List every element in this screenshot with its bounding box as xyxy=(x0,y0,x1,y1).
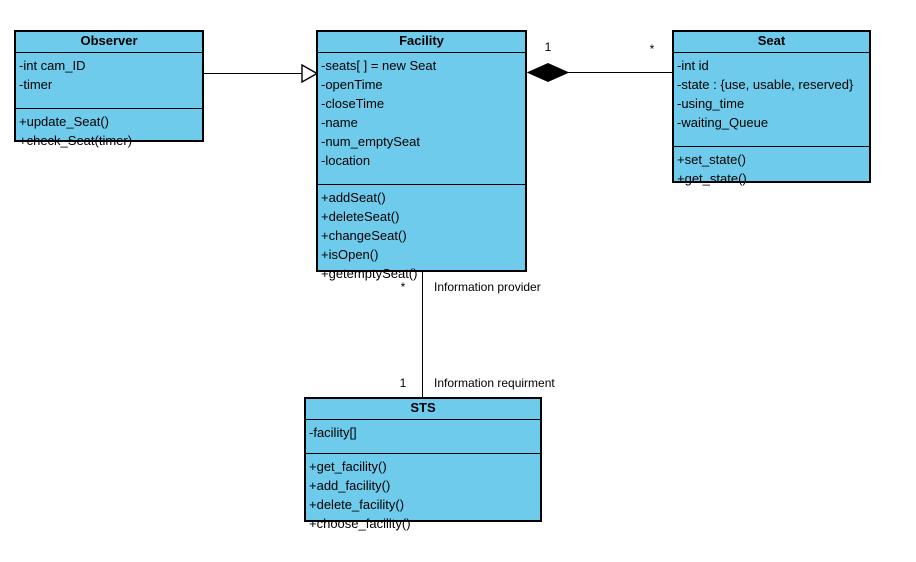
operations-compartment-seat: +set_state() +get_state() xyxy=(673,147,870,192)
composition-diamond-icon xyxy=(527,62,569,83)
role-label-information-provider: Information provider xyxy=(434,280,541,294)
operation-item: +getemptySeat() xyxy=(321,266,418,281)
multiplicity-facility-sts-source: * xyxy=(400,280,406,294)
class-box-observer[interactable]: Observer -int cam_ID -timer +update_Seat… xyxy=(14,30,204,148)
role-label-information-requirement: Information requirment xyxy=(434,376,555,390)
attributes-compartment-facility: -seats[ ] = new Seat -openTime -closeTim… xyxy=(317,53,526,185)
class-name-observer: Observer xyxy=(15,31,203,53)
attribute-item: -using_time xyxy=(677,96,745,111)
attributes-compartment-seat: -int id -state : {use, usable, reserved}… xyxy=(673,53,870,147)
operation-item: +addSeat() xyxy=(321,190,386,205)
multiplicity-facility-seat-source: 1 xyxy=(544,40,552,54)
association-line-facility-sts xyxy=(422,272,423,397)
class-name-facility: Facility xyxy=(317,31,526,53)
attribute-item: -openTime xyxy=(321,77,383,92)
attribute-item: -timer xyxy=(19,77,53,92)
attribute-item: -int cam_ID xyxy=(19,58,86,73)
operation-item: +deleteSeat() xyxy=(321,209,400,224)
operation-item: +add_facility() xyxy=(309,478,391,493)
attribute-item: -facility[] xyxy=(309,425,357,440)
operation-item: +changeSeat() xyxy=(321,228,407,243)
class-box-seat[interactable]: Seat -int id -state : {use, usable, rese… xyxy=(672,30,871,186)
class-box-sts[interactable]: STS -facility[] +get_facility() +add_fac… xyxy=(304,397,542,531)
operations-compartment-facility: +addSeat() +deleteSeat() +changeSeat() +… xyxy=(317,185,526,287)
operation-item: +update_Seat() xyxy=(19,114,109,129)
operations-compartment-sts: +get_facility() +add_facility() +delete_… xyxy=(305,454,541,537)
attribute-item: -seats[ ] = new Seat xyxy=(321,58,437,73)
attribute-item: -name xyxy=(321,115,358,130)
attributes-compartment-sts: -facility[] xyxy=(305,420,541,454)
attribute-item: -closeTime xyxy=(321,96,385,111)
operation-item: +check_Seat(timer) xyxy=(19,133,133,148)
operation-item: +set_state() xyxy=(677,152,747,167)
attribute-item: -waiting_Queue xyxy=(677,115,769,130)
operation-item: +isOpen() xyxy=(321,247,379,262)
attributes-compartment-observer: -int cam_ID -timer xyxy=(15,53,203,109)
operation-item: +delete_facility() xyxy=(309,497,405,512)
composition-line-facility-seat xyxy=(566,72,673,73)
attribute-item: -int id xyxy=(677,58,709,73)
operation-item: +get_state() xyxy=(677,171,747,186)
class-name-sts: STS xyxy=(305,398,541,420)
attribute-item: -num_emptySeat xyxy=(321,134,420,149)
attribute-item: -location xyxy=(321,153,371,168)
multiplicity-facility-sts-target: 1 xyxy=(399,376,407,390)
operation-item: +get_facility() xyxy=(309,459,387,474)
generalization-line-observer-facility xyxy=(204,73,302,74)
multiplicity-facility-seat-target: * xyxy=(649,42,655,56)
attribute-item: -state : {use, usable, reserved} xyxy=(677,77,854,92)
operations-compartment-observer: +update_Seat() +check_Seat(timer) xyxy=(15,109,203,154)
operation-item: +choose_facility() xyxy=(309,516,411,531)
class-box-facility[interactable]: Facility -seats[ ] = new Seat -openTime … xyxy=(316,30,527,281)
class-name-seat: Seat xyxy=(673,31,870,53)
